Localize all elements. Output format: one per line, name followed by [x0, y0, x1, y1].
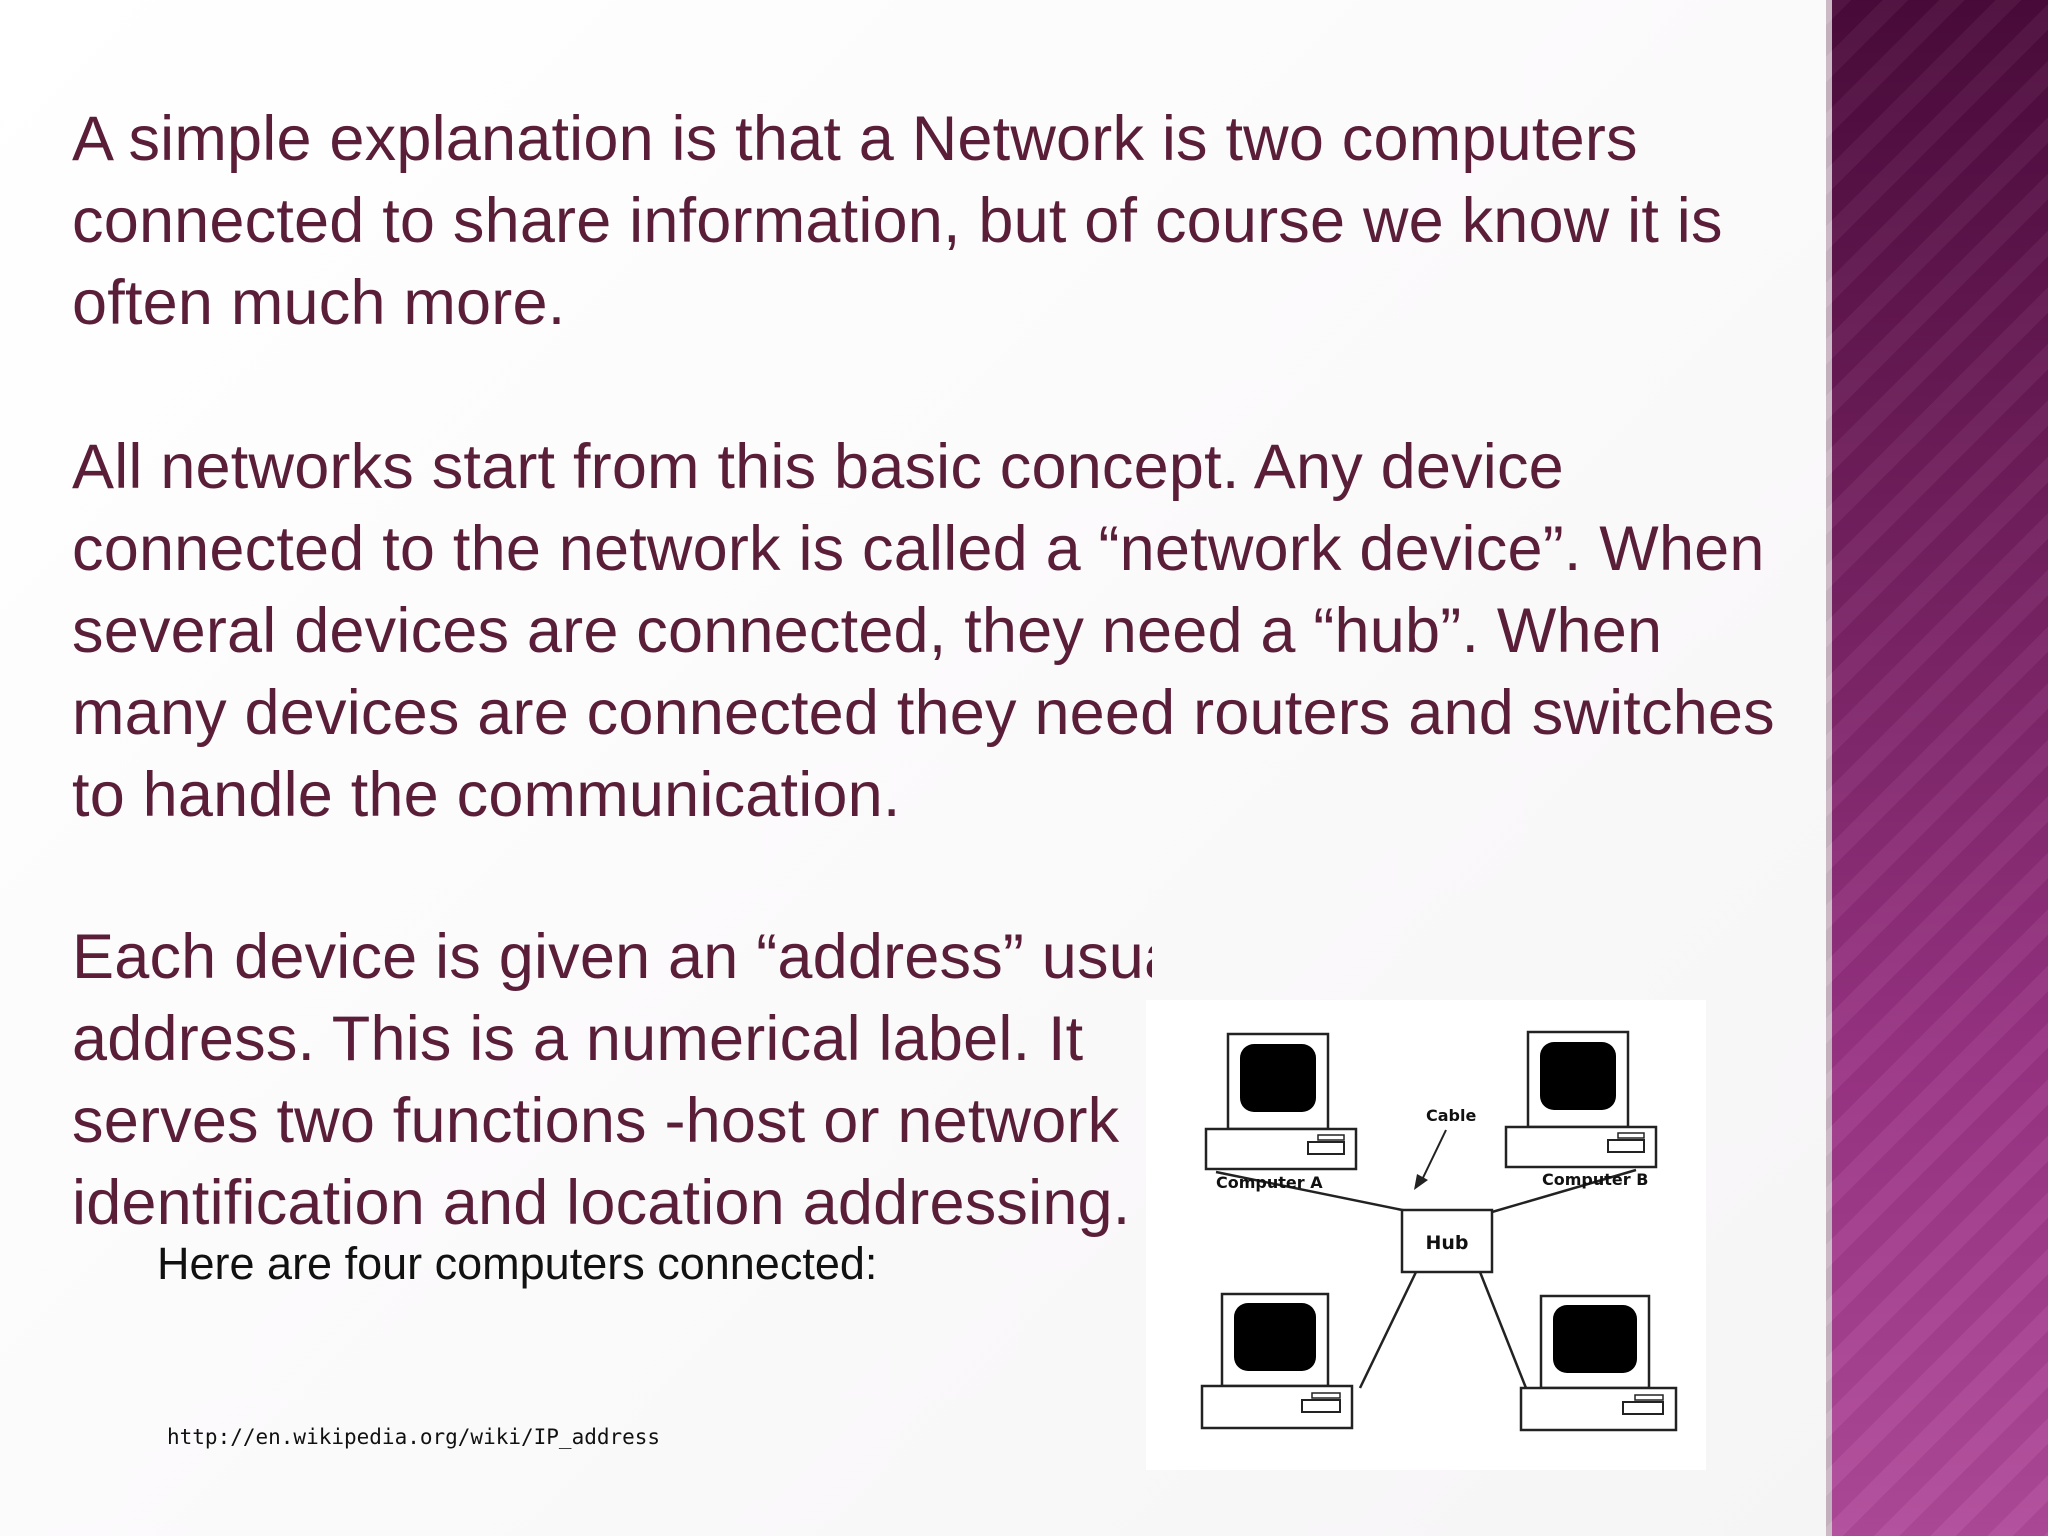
ip-paragraph-line: serves two functions -host or network — [72, 1086, 1120, 1156]
paragraph-ip-address: Each device is given an “address” usuall… — [72, 916, 1152, 1246]
hub-box — [1400, 1208, 1494, 1274]
ip-paragraph-line: identification and location addressing. — [72, 1168, 1131, 1238]
ip-paragraph-line: address. This is a numerical label. It — [72, 1004, 1084, 1074]
computer-b-icon — [1504, 1030, 1658, 1169]
paragraph-network-devices: All networks start from this basic conce… — [72, 432, 1775, 830]
cable-label: Cable — [1426, 1106, 1476, 1125]
source-link[interactable]: http://en.wikipedia.org/wiki/IP_address — [167, 1425, 661, 1449]
computer-b-label: Computer B — [1542, 1170, 1648, 1189]
hub-label: Hub — [1425, 1232, 1468, 1254]
cable-pointer-arrowhead — [1414, 1174, 1428, 1190]
paragraph-network-definition: A simple explanation is that a Network i… — [72, 104, 1723, 338]
cable-lines — [1215, 1168, 1637, 1389]
cable-line — [1215, 1170, 1413, 1214]
ip-paragraph-line: Each device is given an “address” usuall… — [72, 922, 1152, 992]
cable-line — [1478, 1271, 1528, 1389]
cable-line — [1491, 1168, 1637, 1214]
computer-a-label: Computer A — [1216, 1173, 1323, 1192]
computer-d-icon — [1519, 1294, 1678, 1432]
hub-network-diagram: Hub Computer A Computer B Cable — [1146, 1000, 1706, 1470]
diagram-caption: Here are four computers connected: — [157, 1238, 878, 1289]
slide-canvas: A simple explanation is that a Network i… — [0, 0, 1826, 1536]
cable-line — [1358, 1271, 1418, 1389]
cable-pointer — [1419, 1129, 1447, 1185]
computer-c-icon — [1200, 1292, 1354, 1430]
decorative-side-bar — [1826, 0, 2048, 1536]
computer-a-icon — [1204, 1032, 1358, 1171]
